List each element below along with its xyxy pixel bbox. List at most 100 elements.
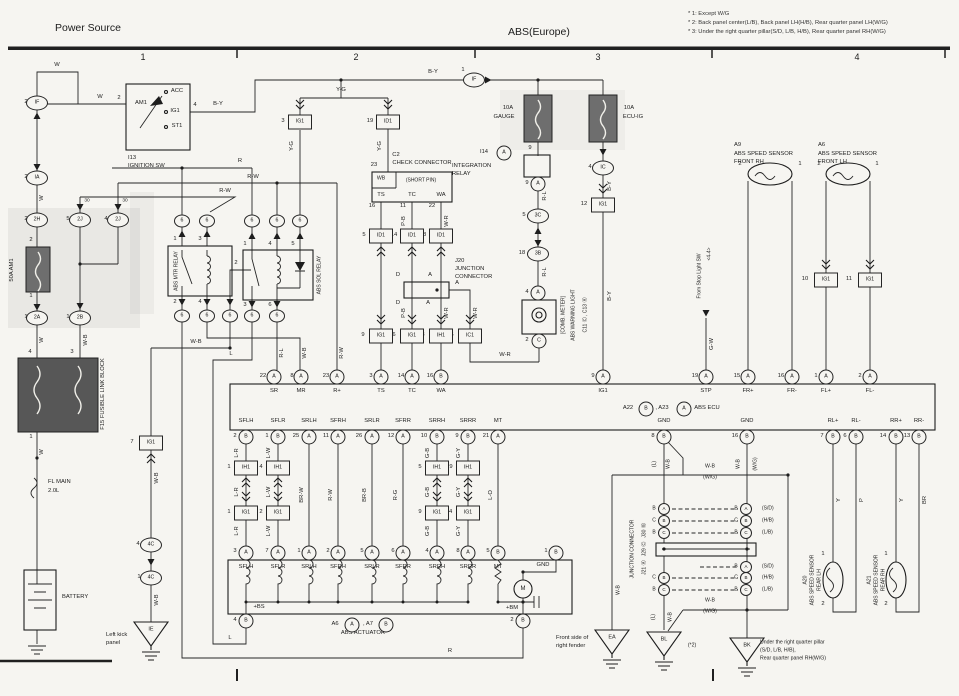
wire-label: C: [734, 517, 738, 524]
wire-label: W-B: [190, 339, 202, 346]
connector-pin: IG1: [456, 505, 480, 521]
wire-label: TC: [408, 192, 416, 199]
wire-label: 1: [265, 433, 269, 440]
wire-label: G-B: [425, 486, 432, 498]
wire-label: 5: [291, 241, 295, 248]
wire-label: SFLH: [238, 418, 254, 425]
connector-pin: B: [270, 429, 286, 445]
wire-label: RL+: [827, 418, 839, 425]
wire-label: 15: [733, 373, 741, 380]
connector-pin: IG1: [266, 505, 290, 521]
wire-label: 18: [518, 250, 526, 257]
wire-label: [COMB. METER]: [560, 295, 567, 335]
wire-label: right fender: [556, 643, 586, 650]
wire-label: 14: [397, 373, 405, 380]
wire-label: R-W: [328, 489, 335, 501]
ignition-switch-label: IGNITION SW: [128, 163, 165, 170]
connector-pin: B: [656, 429, 672, 445]
connector-pin: 6: [269, 214, 285, 228]
wire-label: W-B: [665, 459, 672, 469]
wire-label: MR: [296, 388, 306, 395]
connector-pin: A: [429, 545, 445, 561]
wire-label: W-B: [615, 585, 622, 595]
abs-actuator-label: ABS ACTUATOR: [340, 630, 386, 637]
connector-ia: IA: [26, 170, 48, 186]
wire-label: 2: [326, 548, 330, 555]
wire-label: D: [395, 272, 401, 279]
wire-label: 16: [777, 373, 785, 380]
wire-label: 5: [522, 212, 526, 219]
wire-label: G-B: [425, 447, 432, 459]
wire-label: G-Y: [456, 447, 463, 459]
fusible-link-block-label: F15 FUSIBLE LINK BLOCK: [100, 358, 107, 430]
wire-label: 3: [233, 548, 237, 555]
connector-pin: IH1: [266, 460, 290, 476]
connector-pin: B: [548, 545, 564, 561]
title-abs-europe: ABS(Europe): [508, 26, 570, 38]
abs-speed-sensor-front-rh-id: A9: [734, 142, 742, 149]
wire-label: SRLR: [364, 564, 380, 571]
junction-connector-label: JUNCTION CONNECTOR: [629, 519, 636, 579]
wire-label: 4: [259, 464, 263, 471]
wire-label: RL-: [851, 418, 861, 425]
wire-label: 2: [884, 601, 888, 608]
wire-label: B: [734, 586, 738, 593]
wire-label: TS: [377, 388, 385, 395]
wire-label: WA: [436, 388, 446, 395]
wire-label: 22: [428, 203, 436, 210]
wire-label: P-B: [401, 308, 408, 318]
connector-pin: A: [373, 369, 389, 385]
wire-label: R+: [333, 388, 341, 395]
connector-pin: 6: [269, 309, 285, 323]
wire-label: 1: [884, 551, 888, 558]
wire-label: 11: [845, 276, 853, 283]
wire-label: 2: [173, 299, 177, 306]
connector-pin: A: [330, 429, 346, 445]
wire-label: (S/D, L/B, H/B),: [760, 647, 796, 654]
connector-pin: A: [293, 369, 309, 385]
wire-label: W-B: [705, 463, 715, 470]
connector-pin: ID1: [369, 228, 393, 244]
wire-label: 8: [290, 373, 294, 380]
wire-label: RELAY: [452, 171, 471, 178]
integration-relay-id: I14: [479, 149, 489, 156]
wire-label: W-R: [444, 307, 451, 319]
connector-pin: A: [698, 369, 714, 385]
connector-pin: B: [658, 515, 670, 527]
wire-label: ST1: [171, 123, 183, 130]
wire-label: GND: [536, 562, 550, 569]
wire-label: IG1: [170, 108, 180, 115]
connector-pin: A: [784, 369, 800, 385]
wire-label: SFRH: [330, 418, 346, 425]
battery-label: BATTERY: [62, 594, 89, 601]
wire-label: 1: [66, 314, 70, 321]
wire-label: 25: [292, 433, 300, 440]
wire-label: WA: [436, 192, 446, 199]
connector-2a: 2A: [26, 310, 48, 326]
wire-label: SRLH: [301, 418, 317, 425]
abs-mtr-relay-label: ABS MTR RELAY: [173, 251, 180, 291]
fuse-50a-am1-label: 50A AM1: [9, 258, 16, 282]
wire-label: 2: [821, 601, 825, 608]
fl-main-label: FL MAIN: [48, 479, 71, 486]
connector-pin: A: [364, 545, 380, 561]
wire-label: FR-: [787, 388, 797, 395]
wire-label: 1: [798, 161, 802, 168]
wire-label: MT: [493, 418, 503, 425]
abs-speed-sensor-rear-lh-label: ABS SPEED SENSOR: [809, 554, 816, 606]
section-number-4: 4: [854, 52, 860, 62]
connector-pin: B: [740, 515, 752, 527]
wire-label: W-B: [302, 347, 309, 359]
wire-label: (SHORT PIN): [405, 177, 437, 184]
connector-pin: 6: [222, 309, 238, 323]
connector-pin: B: [378, 617, 394, 633]
wire-label: TC: [408, 388, 416, 395]
wire-label: 23: [322, 373, 330, 380]
wire-label: L: [228, 635, 232, 642]
connector-pin: A: [329, 369, 345, 385]
wire-label: 19: [366, 118, 374, 125]
wire-label: C: [652, 517, 656, 524]
wire-label: , A23: [655, 405, 669, 412]
wire-label: 9: [418, 509, 422, 516]
abs-sol-relay-label: ABS SOL RELAY: [316, 255, 323, 295]
